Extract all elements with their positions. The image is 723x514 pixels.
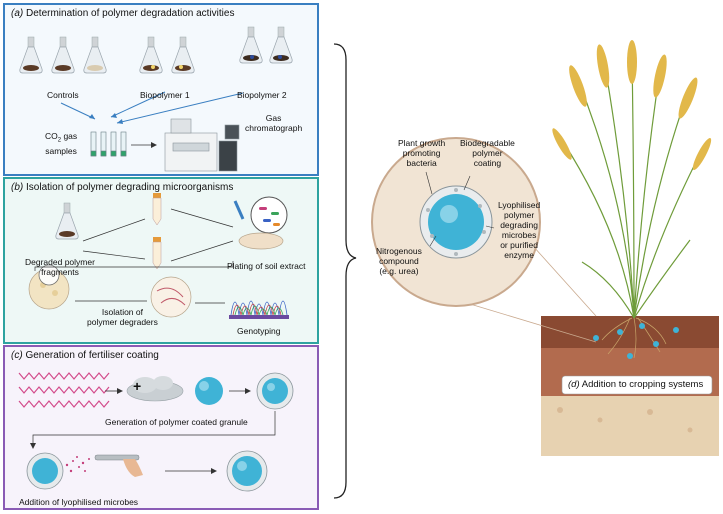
biopolymer1-flask [139, 36, 163, 74]
sample-tube [152, 237, 162, 270]
streak-plate [150, 276, 192, 318]
microbe-spray [65, 456, 90, 473]
panel-a: (a) Determination of polymer degradation… [3, 3, 319, 176]
control-flask [83, 36, 107, 74]
panel-b-illustration [28, 193, 289, 319]
control-flask [51, 36, 75, 74]
wheat-ears [552, 40, 712, 171]
soil-flask [55, 202, 79, 240]
panel-d-label: (d) Addition to cropping systems [568, 379, 704, 390]
panel-a-illustration [19, 26, 293, 172]
biopolymer2-label: Biopolymer 2 [237, 90, 287, 100]
panel-c-illustration [18, 372, 294, 492]
panel-d-label-box [561, 375, 713, 395]
petri-dish [238, 232, 284, 250]
callout-line [469, 303, 597, 343]
panel-a-title: (a) Determination of polymer degradation… [11, 8, 235, 19]
sample-arrows [60, 91, 244, 124]
genotyping-chromatogram [229, 300, 289, 319]
genotyping-label: Genotyping [237, 326, 281, 336]
final-granule [226, 450, 268, 492]
coated-granule [256, 372, 294, 410]
gas-sample-syringes [90, 131, 127, 157]
soil-granules [593, 323, 679, 359]
sample-tube [152, 193, 162, 226]
spray-granule [26, 452, 64, 490]
plus-sign: + [133, 378, 142, 394]
urea-granule [195, 377, 223, 405]
plating-label: Plating of soil extract [227, 261, 306, 271]
roots [601, 317, 667, 359]
panel-b: (b) Isolation of polymer degrading micro… [3, 177, 319, 344]
gas-chromatograph [164, 118, 240, 172]
panel-b-title: (b) Isolation of polymer degrading micro… [11, 182, 234, 193]
microbes-label: Addition of lyophilised microbes [19, 497, 139, 507]
grouping-brace [333, 43, 357, 499]
colony-plate [28, 264, 70, 310]
granule-label: Generation of polymer coated granule [105, 417, 248, 427]
biopolymer1-label: Biopolymer 1 [140, 90, 190, 100]
panel-c: (c) Generation of fertiliser coating [3, 345, 319, 510]
polymer-chains [18, 372, 110, 408]
control-flask [19, 36, 43, 74]
biopolymer2-flask [239, 26, 263, 64]
co2-gas-samples-label: CO2 gas samples [45, 131, 78, 156]
microbe-magnifier [233, 196, 288, 234]
controls-label: Controls [47, 90, 79, 100]
panel-c-title: (c) Generation of fertiliser coating [11, 350, 159, 361]
polymer-cloud [126, 376, 184, 402]
biopolymer1-flask [171, 36, 195, 74]
wheat-stems [561, 55, 703, 319]
airbrush [94, 454, 143, 477]
biopolymer2-flask [269, 26, 293, 64]
granule-callout [371, 137, 541, 307]
